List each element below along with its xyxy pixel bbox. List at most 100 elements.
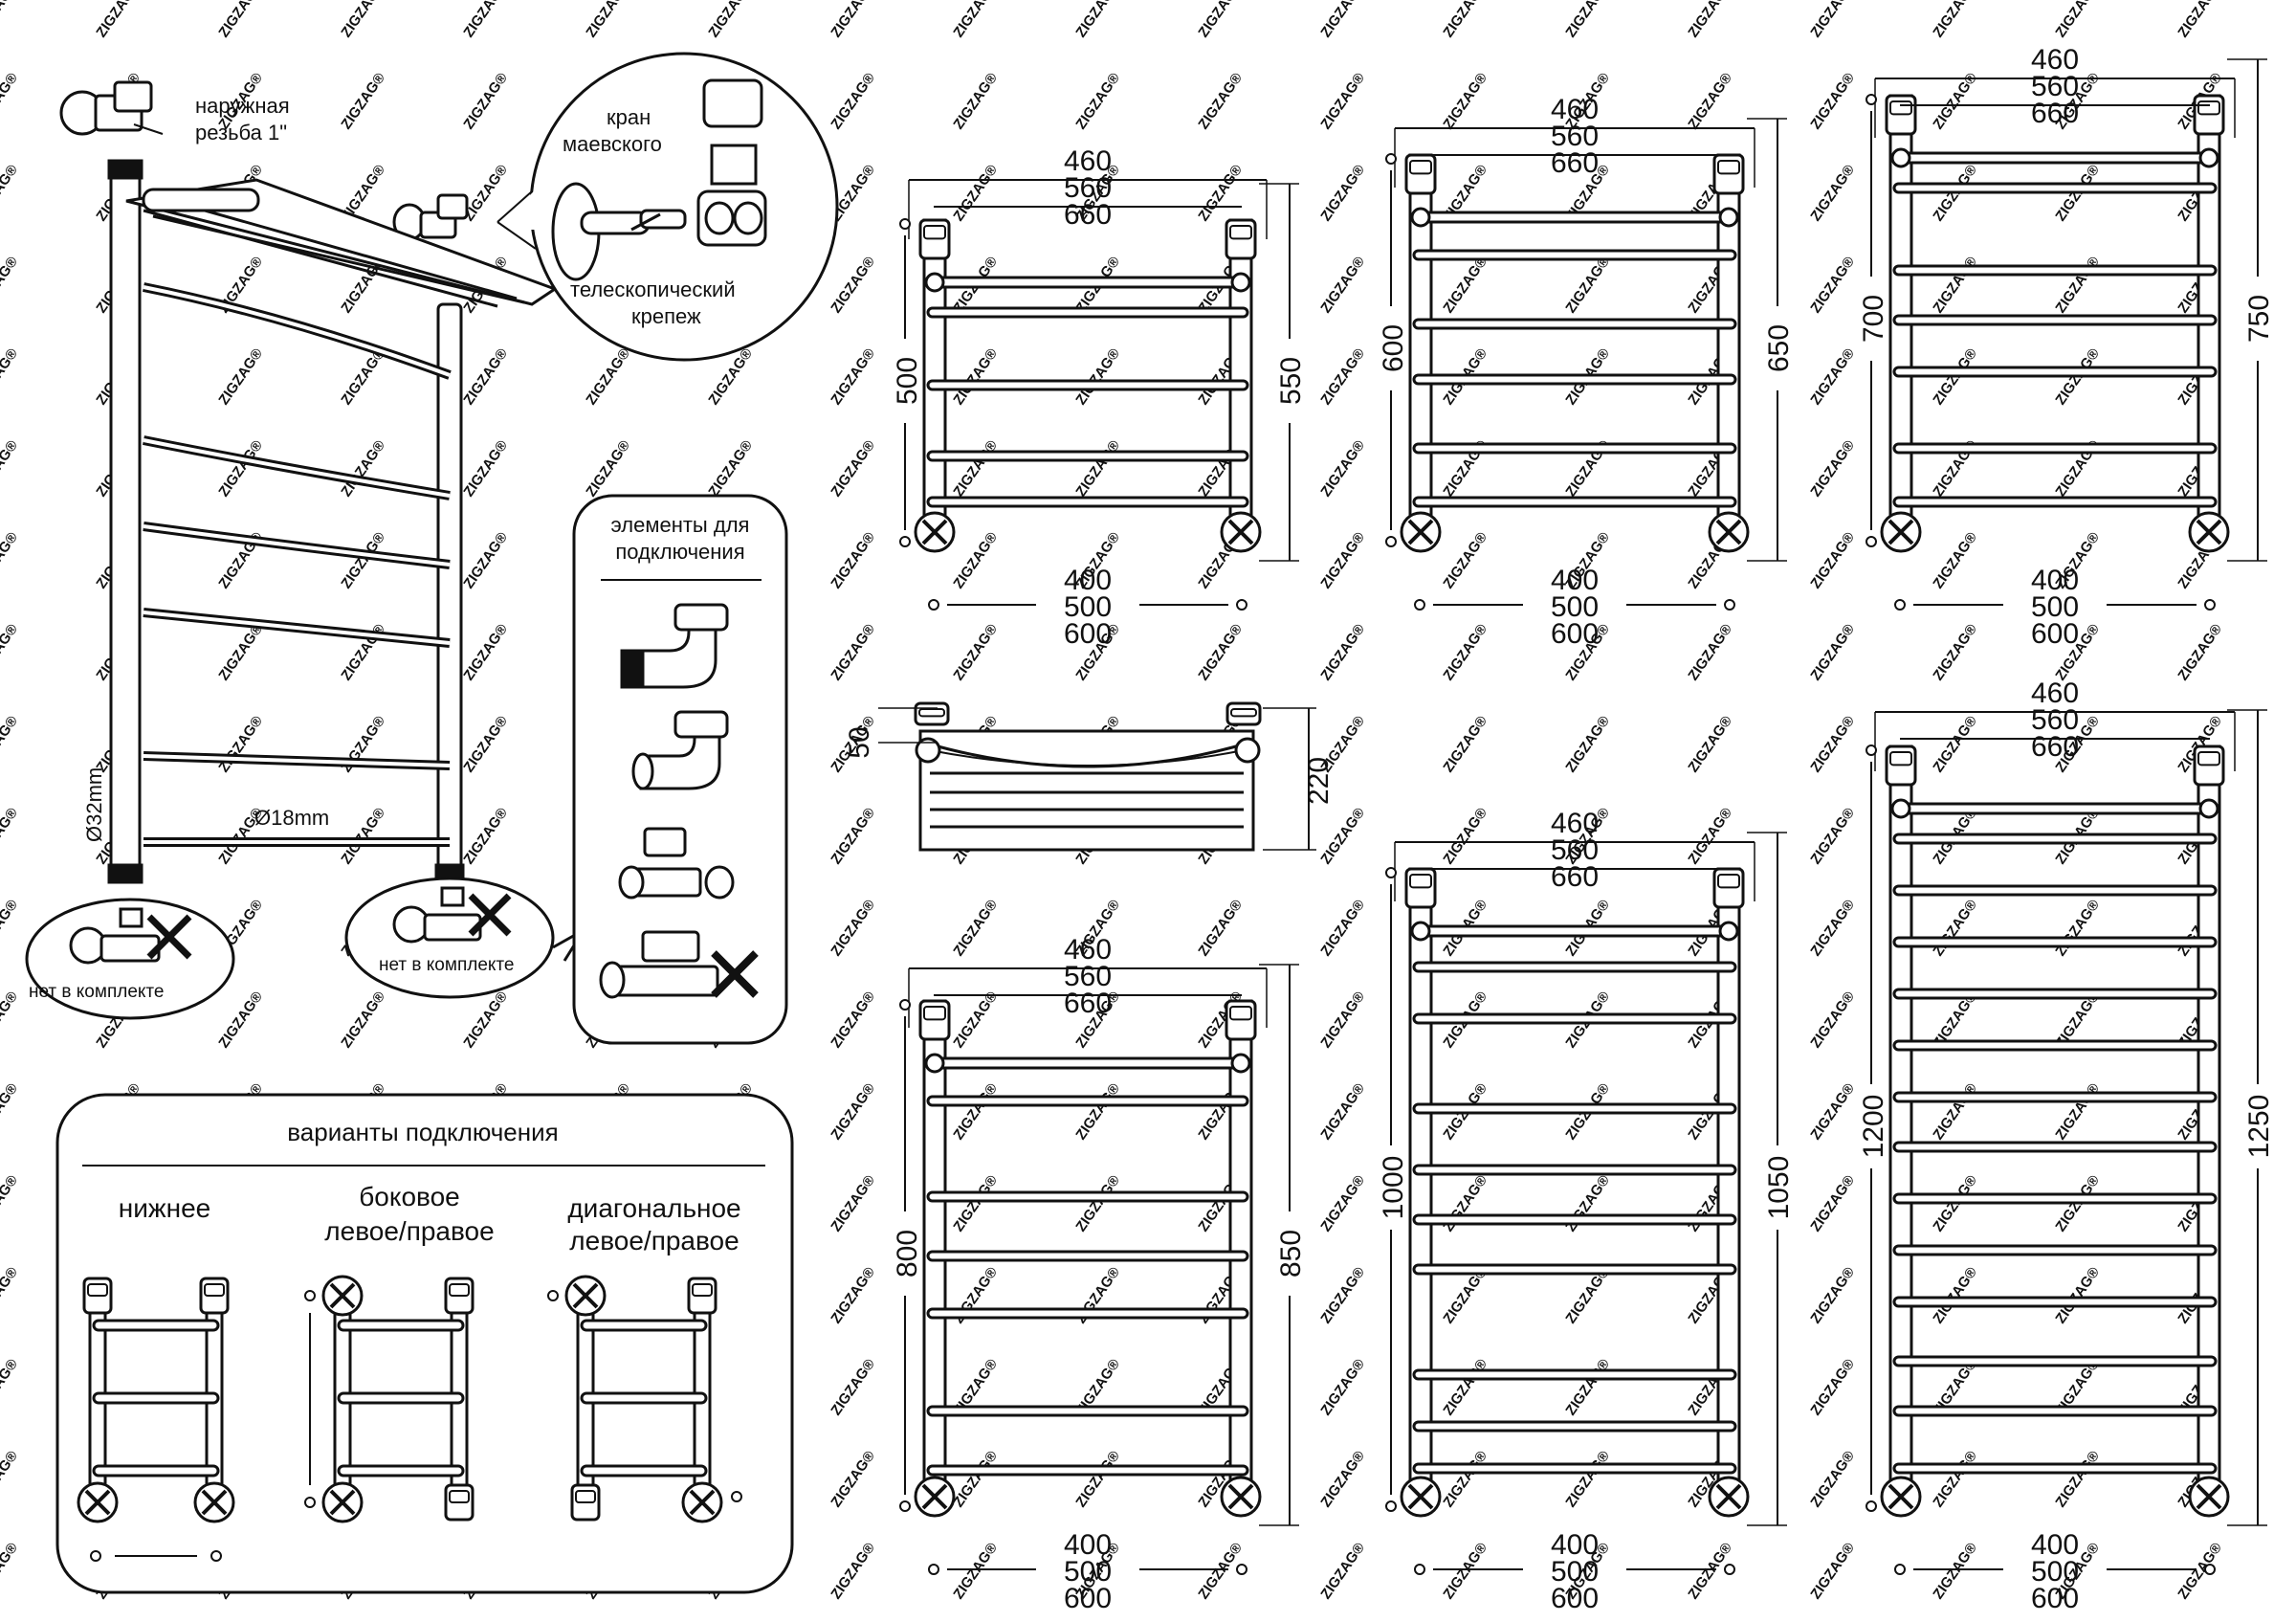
watermark-text: ZIGZAG®	[1317, 1356, 1368, 1418]
rung	[926, 1307, 1249, 1320]
thread-label-line2: резьба 1"	[195, 121, 287, 144]
axis-label: 600	[2031, 1583, 2079, 1614]
axis-label: 600	[2031, 618, 2079, 650]
watermark-text: ZIGZAG®	[0, 70, 21, 132]
height-axis-label: 1200	[1858, 1095, 1889, 1159]
rung	[1412, 318, 1737, 330]
watermark-text: ZIGZAG®	[0, 1356, 21, 1418]
rung	[580, 1464, 708, 1478]
watermark-text: ZIGZAG®	[1807, 1356, 1858, 1418]
watermark-text: ZIGZAG®	[2052, 254, 2103, 316]
watermark-text: ZIGZAG®	[1317, 162, 1368, 224]
watermark-text: ZIGZAG®	[1930, 1540, 1980, 1602]
watermark-text: ZIGZAG®	[1685, 0, 1735, 40]
watermark-text: ZIGZAG®	[0, 529, 21, 591]
variant-drawings	[77, 1275, 742, 1562]
watermark-text: ZIGZAG®	[1807, 1172, 1858, 1234]
height-axis-label: 700	[1858, 295, 1889, 343]
rung	[92, 1464, 220, 1478]
watermark-text: ZIGZAG®	[1317, 805, 1368, 867]
watermark-text: ZIGZAG®	[1930, 1264, 1980, 1326]
rung	[926, 306, 1249, 319]
watermark-text: ZIGZAG®	[215, 437, 266, 500]
valve-label-line1: кран	[607, 105, 651, 129]
width-label: 660	[2031, 98, 2079, 129]
watermark-text: ZIGZAG®	[705, 0, 756, 40]
left-upright	[1888, 744, 1913, 1508]
rung	[1412, 496, 1737, 508]
watermark-text: ZIGZAG®	[1195, 897, 1246, 959]
watermark-text: ZIGZAG®	[2052, 1264, 2103, 1326]
axis-label: 500	[1064, 1556, 1112, 1588]
height-marker	[899, 999, 911, 1011]
watermark-text: ZIGZAG®	[1807, 989, 1858, 1051]
width-label: 460	[2031, 678, 2079, 709]
mount-label-line1: телескопический	[570, 278, 736, 301]
rung	[1892, 884, 2218, 897]
left-main-pipe	[109, 159, 142, 880]
telescopic-fitting-icon	[392, 193, 469, 241]
axis-label: 400	[1551, 1529, 1599, 1561]
rung	[1412, 249, 1737, 261]
watermark-text: ZIGZAG®	[583, 0, 633, 40]
watermark-text: ZIGZAG®	[950, 529, 1001, 591]
watermark-text: ZIGZAG®	[1195, 70, 1246, 132]
watermark-text: ZIGZAG®	[1317, 437, 1368, 500]
rung	[1892, 1244, 2218, 1256]
rung	[1892, 1355, 2218, 1367]
axis-label: 600	[1551, 1583, 1599, 1614]
width-label: 560	[2031, 71, 2079, 102]
watermark-text: ZIGZAG®	[1195, 162, 1246, 224]
watermark-text: ZIGZAG®	[828, 805, 878, 867]
watermark-text: ZIGZAG®	[0, 621, 21, 683]
height-marker	[1385, 1500, 1397, 1512]
valve-callout	[496, 52, 839, 362]
watermark-text: ZIGZAG®	[460, 805, 511, 867]
width-label: 660	[1064, 199, 1112, 231]
not-included-right: нет в комплекте	[379, 955, 514, 975]
watermark-text: ZIGZAG®	[828, 897, 878, 959]
watermark-text: ZIGZAG®	[0, 437, 21, 500]
main-pipe-diameter: Ø32mm	[82, 767, 106, 842]
rung	[1892, 1462, 2218, 1475]
rung	[1892, 314, 2218, 326]
height-marker	[1385, 536, 1397, 547]
rung	[1412, 1012, 1737, 1025]
rung	[1892, 264, 2218, 277]
elements-title-line1: элементы для	[611, 513, 750, 537]
watermark-text: ZIGZAG®	[1807, 345, 1858, 408]
variant-bottom	[77, 1277, 235, 1562]
watermark-text: ZIGZAG®	[460, 621, 511, 683]
height-total-label: 650	[1763, 324, 1795, 372]
watermark-text: ZIGZAG®	[950, 70, 1001, 132]
watermark-text: ZIGZAG®	[0, 1448, 21, 1510]
rung	[1412, 1164, 1737, 1176]
width-label: 660	[1551, 147, 1599, 179]
axis-marker	[2204, 1564, 2216, 1575]
width-label: 560	[2031, 704, 2079, 736]
watermark-text: ZIGZAG®	[828, 345, 878, 408]
watermark-text: ZIGZAG®	[1685, 621, 1735, 683]
watermark-text: ZIGZAG®	[215, 345, 266, 408]
watermark-text: ZIGZAG®	[1195, 0, 1246, 40]
watermark-text: ZIGZAG®	[1440, 254, 1490, 316]
rung	[580, 1391, 708, 1405]
height-total-label: 1250	[2243, 1095, 2275, 1159]
watermark-text: ZIGZAG®	[1317, 897, 1368, 959]
angle-valve-icon	[599, 930, 759, 999]
watermark-text: ZIGZAG®	[0, 345, 21, 408]
watermark-text: ZIGZAG®	[0, 0, 21, 40]
watermark-text: ZIGZAG®	[0, 162, 21, 224]
watermark-text: ZIGZAG®	[828, 70, 878, 132]
watermark-text: ZIGZAG®	[950, 621, 1001, 683]
rung	[92, 1319, 220, 1332]
rung	[926, 1464, 1249, 1477]
not-included-left: нет в комплекте	[29, 982, 164, 1002]
rung	[926, 496, 1249, 508]
shelf-frame	[918, 729, 1255, 852]
top-rung	[928, 276, 1247, 289]
watermark-text: ZIGZAG®	[828, 1172, 878, 1234]
watermark-text: ZIGZAG®	[828, 989, 878, 1051]
rung	[1412, 1102, 1737, 1115]
